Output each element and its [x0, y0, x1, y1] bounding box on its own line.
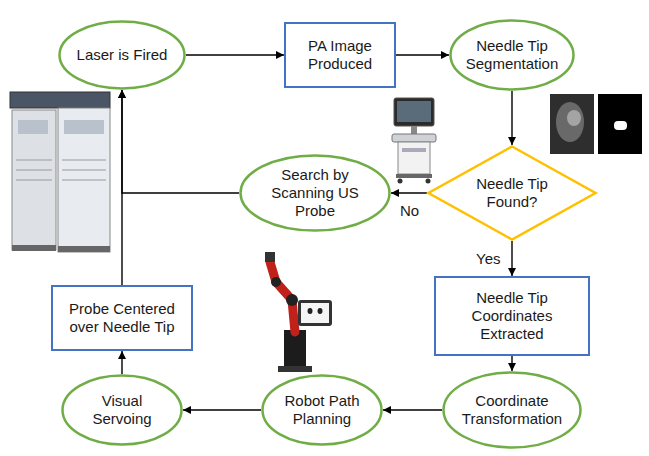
process-ellipse: Laser is Fired: [58, 20, 186, 90]
ellipse-shape: [263, 376, 382, 445]
ellipse-shape: [451, 21, 574, 90]
flow-arrow: [391, 192, 427, 193]
ellipse-shape: [63, 376, 182, 445]
ultrasound-illustration: [392, 98, 436, 184]
flow-arrow: [511, 356, 512, 371]
edge-label: No: [398, 202, 421, 220]
flow-arrow: [511, 241, 512, 276]
ellipse-shape: [444, 373, 581, 448]
flow-arrow: [511, 91, 512, 145]
flow-arrow: [121, 351, 122, 374]
flow-arrow: [396, 54, 449, 55]
process-ellipse: Robot Path Planning: [261, 374, 383, 446]
flow-arrow: [183, 409, 261, 410]
node-label: Robot Path Planning: [277, 392, 367, 428]
node-label: Visual Servoing: [81, 392, 163, 428]
node-label: Needle Tip Segmentation: [462, 37, 562, 73]
node-label: Search by Scanning US Probe: [265, 166, 365, 220]
robot-illustration: [265, 252, 332, 372]
ellipse-shape: [241, 156, 390, 231]
flow-arrow: [186, 54, 284, 55]
node-label: Laser is Fired: [66, 46, 178, 64]
segmentation-images: [550, 94, 642, 154]
edge-label: Yes: [474, 250, 502, 268]
node-label: Needle Tip Found?: [466, 175, 558, 211]
node-label: Probe Centered over Needle Tip: [58, 300, 186, 336]
decision-diamond: Needle Tip Found?: [427, 145, 597, 241]
node-label: Needle Tip Coordinates Extracted: [457, 289, 567, 343]
process-box: Needle Tip Coordinates Extracted: [434, 276, 590, 356]
node-label: PA Image Produced: [295, 37, 385, 73]
flow-arrow: [121, 90, 122, 285]
node-label: Coordinate Transformation: [456, 392, 568, 428]
process-ellipse: Visual Servoing: [61, 374, 183, 446]
process-ellipse: Search by Scanning US Probe: [239, 154, 391, 232]
flow-arrow: [383, 409, 442, 410]
process-ellipse: Coordinate Transformation: [442, 371, 582, 449]
diamond-shape: [429, 147, 596, 240]
flow-arrow: [122, 90, 239, 193]
process-ellipse: Needle Tip Segmentation: [449, 19, 575, 91]
laser-illustration: [10, 92, 110, 252]
process-box: Probe Centered over Needle Tip: [51, 285, 193, 351]
process-box: PA Image Produced: [284, 22, 396, 88]
ellipse-shape: [60, 22, 185, 89]
